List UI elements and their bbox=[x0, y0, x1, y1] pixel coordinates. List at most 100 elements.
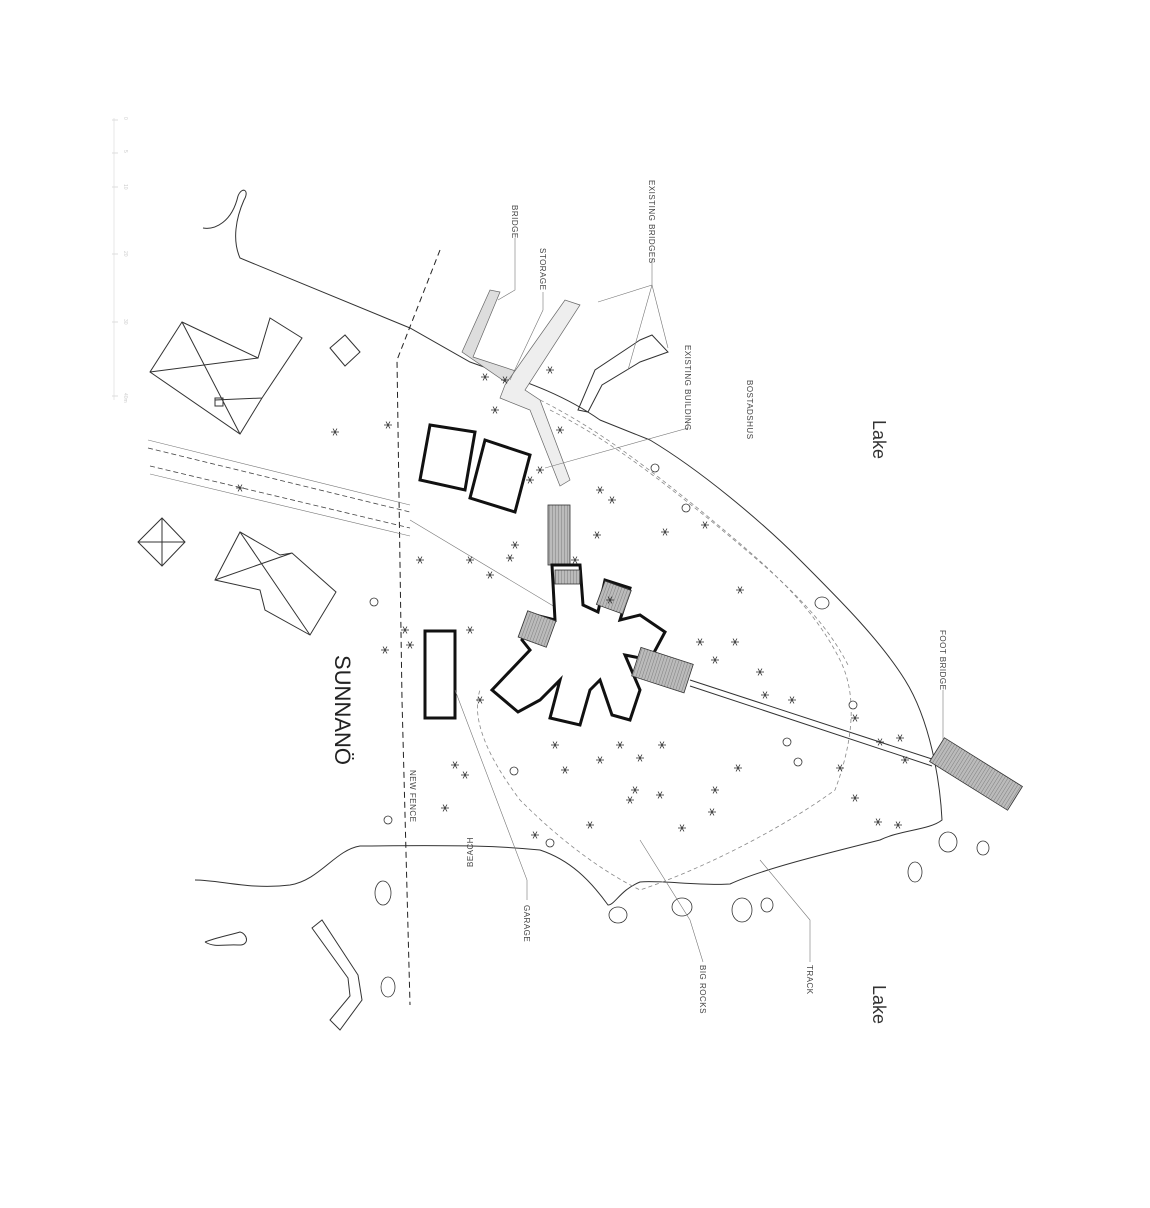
tree-icon bbox=[451, 761, 459, 769]
tree-icon bbox=[901, 756, 909, 764]
tree-icon bbox=[734, 764, 742, 772]
tree-icon bbox=[384, 421, 392, 429]
tree-icon bbox=[678, 824, 686, 832]
tree-icon bbox=[658, 741, 666, 749]
main-house bbox=[489, 563, 694, 727]
rocks bbox=[369, 463, 990, 998]
tree-icon bbox=[736, 586, 744, 594]
tree-icon bbox=[851, 794, 859, 802]
tree-icon bbox=[874, 818, 882, 826]
tree-icon bbox=[631, 786, 639, 794]
scale-tick-label: 20 bbox=[122, 251, 128, 257]
rock-icon bbox=[814, 596, 830, 610]
tree-icon bbox=[556, 426, 564, 434]
rock-icon bbox=[374, 880, 392, 906]
tree-icon bbox=[441, 804, 449, 812]
rock-icon bbox=[907, 861, 923, 883]
tree-icon bbox=[836, 764, 844, 772]
tree-icon bbox=[476, 696, 484, 704]
tree-icon bbox=[466, 626, 474, 634]
tree-icon bbox=[586, 821, 594, 829]
rock-icon bbox=[938, 831, 958, 853]
tree-icon bbox=[531, 831, 539, 839]
tree-icon bbox=[536, 466, 544, 474]
label-big-rocks: BIG ROCKS bbox=[698, 965, 707, 1014]
label-existing-bridges: EXISTING BRIDGES bbox=[647, 180, 656, 264]
tree-icon bbox=[486, 571, 494, 579]
label-lake-south: Lake bbox=[869, 985, 889, 1024]
tree-icon bbox=[506, 554, 514, 562]
tree-icon bbox=[616, 741, 624, 749]
tree-icon bbox=[731, 638, 739, 646]
shoreline bbox=[194, 189, 943, 906]
tree-icon bbox=[708, 808, 716, 816]
tree-icon bbox=[788, 696, 796, 704]
tree-icon bbox=[711, 786, 719, 794]
label-foot-bridge: FOOT BRIDGE bbox=[938, 630, 947, 690]
tree-icon bbox=[406, 641, 414, 649]
tree-icon bbox=[876, 738, 884, 746]
label-bridge: BRIDGE bbox=[510, 205, 519, 239]
new-fence-line bbox=[396, 249, 441, 1006]
jetty-outline bbox=[311, 919, 363, 1031]
tree-icon bbox=[626, 796, 634, 804]
label-track: TRACK bbox=[805, 965, 814, 995]
label-sunnano: SUNNANÖ bbox=[330, 655, 355, 765]
scale-tick-label: 10 bbox=[122, 184, 128, 190]
rock-icon bbox=[848, 700, 858, 710]
tree-icon bbox=[481, 373, 489, 381]
tree-icon bbox=[606, 596, 614, 604]
tree-icon bbox=[546, 366, 554, 374]
tree-icon bbox=[461, 771, 469, 779]
label-bostadshus: BOSTADSHUS bbox=[745, 380, 754, 440]
rock-icon bbox=[383, 815, 393, 825]
label-new-fence: NEW FENCE bbox=[408, 770, 417, 823]
track bbox=[477, 399, 852, 891]
tree-icon bbox=[711, 656, 719, 664]
garage-building bbox=[423, 629, 457, 720]
tree-icon bbox=[593, 531, 601, 539]
scale-tick-label: 30 bbox=[122, 319, 128, 325]
scale-tick-label: 0 bbox=[122, 117, 128, 120]
existing-bridges bbox=[461, 289, 669, 487]
tree-icon bbox=[501, 376, 509, 384]
tree-icon bbox=[331, 428, 339, 436]
rock-icon bbox=[608, 906, 628, 924]
tree-icon bbox=[381, 646, 389, 654]
rock-icon bbox=[760, 897, 774, 913]
tree-icon bbox=[596, 486, 604, 494]
tree-icon bbox=[696, 638, 704, 646]
shoreline-south bbox=[204, 931, 247, 946]
rock-icon bbox=[976, 840, 990, 856]
label-garage: GARAGE bbox=[522, 905, 531, 942]
tree-icon bbox=[416, 556, 424, 564]
rock-icon bbox=[545, 838, 555, 848]
rock-icon bbox=[782, 737, 792, 747]
track-outer-edge bbox=[549, 409, 849, 666]
rock-icon bbox=[369, 597, 379, 607]
tree-icon bbox=[511, 541, 519, 549]
rock-icon bbox=[793, 757, 803, 767]
rock-icon bbox=[650, 463, 660, 473]
tree-icon bbox=[491, 406, 499, 414]
tree-icon bbox=[896, 734, 904, 742]
tree-icon bbox=[851, 714, 859, 722]
leader-lines bbox=[454, 238, 944, 963]
rock-icon bbox=[509, 766, 519, 776]
tree-icon bbox=[466, 556, 474, 564]
tree-icon bbox=[894, 821, 902, 829]
tree-icon bbox=[561, 766, 569, 774]
rock-icon bbox=[731, 897, 753, 923]
tree-icon bbox=[761, 691, 769, 699]
tree-icon bbox=[571, 556, 579, 564]
tree-icon bbox=[608, 496, 616, 504]
tree-icon bbox=[756, 668, 764, 676]
tree-icon bbox=[401, 626, 409, 634]
trees bbox=[236, 366, 909, 839]
tree-icon bbox=[236, 484, 244, 492]
label-existing-building: EXISTING BUILDING bbox=[683, 345, 692, 431]
label-storage: STORAGE bbox=[538, 248, 547, 290]
